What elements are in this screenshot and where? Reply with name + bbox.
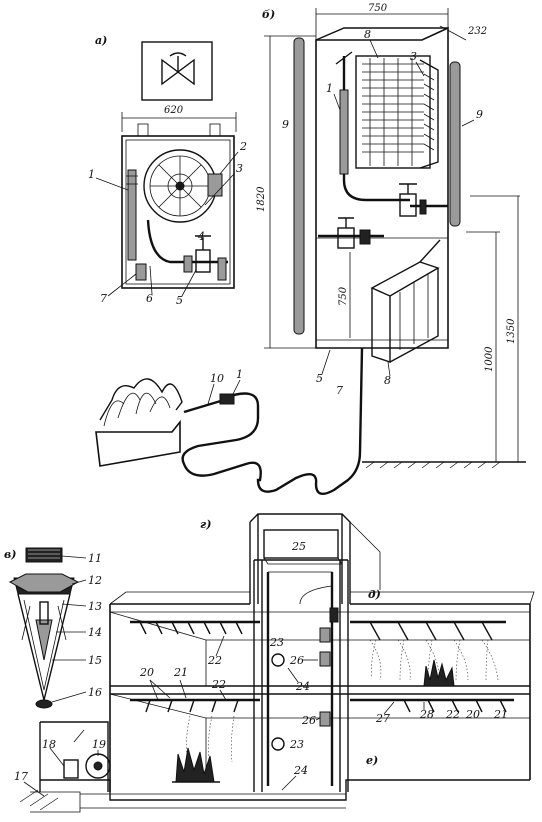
svg-text:9: 9 xyxy=(476,108,483,121)
svg-text:20: 20 xyxy=(465,708,480,721)
svg-text:22: 22 xyxy=(207,654,222,667)
svg-text:12: 12 xyxy=(88,574,102,587)
panel-a-letter: а) xyxy=(95,34,107,47)
svg-text:2: 2 xyxy=(239,140,247,153)
valve-symbol xyxy=(141,41,213,101)
svg-text:25: 25 xyxy=(291,540,306,553)
svg-text:21: 21 xyxy=(173,666,188,679)
svg-text:5: 5 xyxy=(316,372,323,385)
svg-text:26: 26 xyxy=(289,654,304,667)
labels-b: 8 3 1 9 9 5 7 8 xyxy=(282,28,483,397)
svg-text:21: 21 xyxy=(493,708,508,721)
svg-text:5: 5 xyxy=(176,294,183,307)
svg-text:28: 28 xyxy=(419,708,434,721)
svg-text:232: 232 xyxy=(467,26,487,37)
panel-b-letter: б) xyxy=(262,8,275,21)
panel-c-letter: в) xyxy=(4,548,16,561)
svg-text:27: 27 xyxy=(375,712,390,725)
svg-text:9: 9 xyxy=(282,118,289,131)
svg-text:1350: 1350 xyxy=(506,318,517,344)
panel-c-sprinkler: в) 11 12 13 14 15 16 xyxy=(4,547,102,709)
label-hose-10: 10 xyxy=(210,372,224,385)
labels-d: 23 26 22 20 21 22 24 23 26 24 27 28 22 2… xyxy=(139,635,508,791)
svg-text:22: 22 xyxy=(211,678,226,691)
svg-text:22: 22 xyxy=(445,708,460,721)
svg-text:18: 18 xyxy=(42,738,56,751)
svg-text:7: 7 xyxy=(100,292,107,305)
svg-text:750: 750 xyxy=(368,3,388,14)
svg-text:7: 7 xyxy=(336,384,343,397)
valve-piping-a xyxy=(135,219,228,281)
svg-text:1: 1 xyxy=(88,168,95,181)
panel-d-letter: д) xyxy=(368,588,381,601)
panel-g-letter: г) xyxy=(200,518,211,531)
alarm-valve-upper xyxy=(271,653,285,667)
water-tank xyxy=(263,529,339,559)
svg-text:26: 26 xyxy=(301,714,316,727)
panel-d-building: г) д) е) 25 18 19 17 xyxy=(14,513,535,813)
labels-a: 1 2 3 4 5 6 7 xyxy=(88,140,247,307)
svg-text:15: 15 xyxy=(88,654,102,667)
side-hose-left xyxy=(293,37,305,335)
alarm-valve-lower xyxy=(271,737,285,751)
svg-text:8: 8 xyxy=(364,28,371,41)
svg-text:6: 6 xyxy=(146,292,153,305)
nozzle-vertical xyxy=(127,169,137,261)
svg-text:3: 3 xyxy=(410,50,417,63)
cabinet-b-body xyxy=(315,26,449,349)
svg-text:1820: 1820 xyxy=(256,186,267,212)
svg-text:4: 4 xyxy=(197,230,205,243)
svg-text:24: 24 xyxy=(293,764,308,777)
svg-text:14: 14 xyxy=(88,626,102,639)
svg-text:1000: 1000 xyxy=(484,346,495,372)
side-hose-right xyxy=(449,61,461,227)
rack-radiator xyxy=(355,55,439,169)
panel-e-letter: е) xyxy=(366,754,378,767)
svg-text:19: 19 xyxy=(92,738,106,751)
panel-b-cabinet: б) 750 232 1820 xyxy=(256,3,526,469)
hose-reel xyxy=(143,149,223,223)
svg-text:3: 3 xyxy=(236,162,243,175)
dim-620: 620 xyxy=(164,105,184,116)
svg-text:16: 16 xyxy=(88,686,102,699)
labels-c: 11 12 13 14 15 16 xyxy=(51,552,102,703)
svg-text:24: 24 xyxy=(295,680,310,693)
svg-text:17: 17 xyxy=(14,770,28,783)
floor-dims: 1000 1350 xyxy=(362,195,526,469)
svg-text:8: 8 xyxy=(384,374,391,387)
svg-text:750: 750 xyxy=(338,286,349,306)
svg-text:1: 1 xyxy=(326,82,333,95)
svg-text:23: 23 xyxy=(289,738,304,751)
svg-text:11: 11 xyxy=(88,552,102,565)
label-hose-1: 1 xyxy=(236,368,243,381)
svg-text:20: 20 xyxy=(139,666,154,679)
hose-coil: 10 1 xyxy=(95,243,366,496)
rack-hinged xyxy=(370,239,441,363)
svg-text:23: 23 xyxy=(269,636,284,649)
dimension-620: 620 xyxy=(121,105,237,132)
svg-text:13: 13 xyxy=(88,600,102,613)
panel-a-cabinet: а) 620 xyxy=(88,34,247,307)
